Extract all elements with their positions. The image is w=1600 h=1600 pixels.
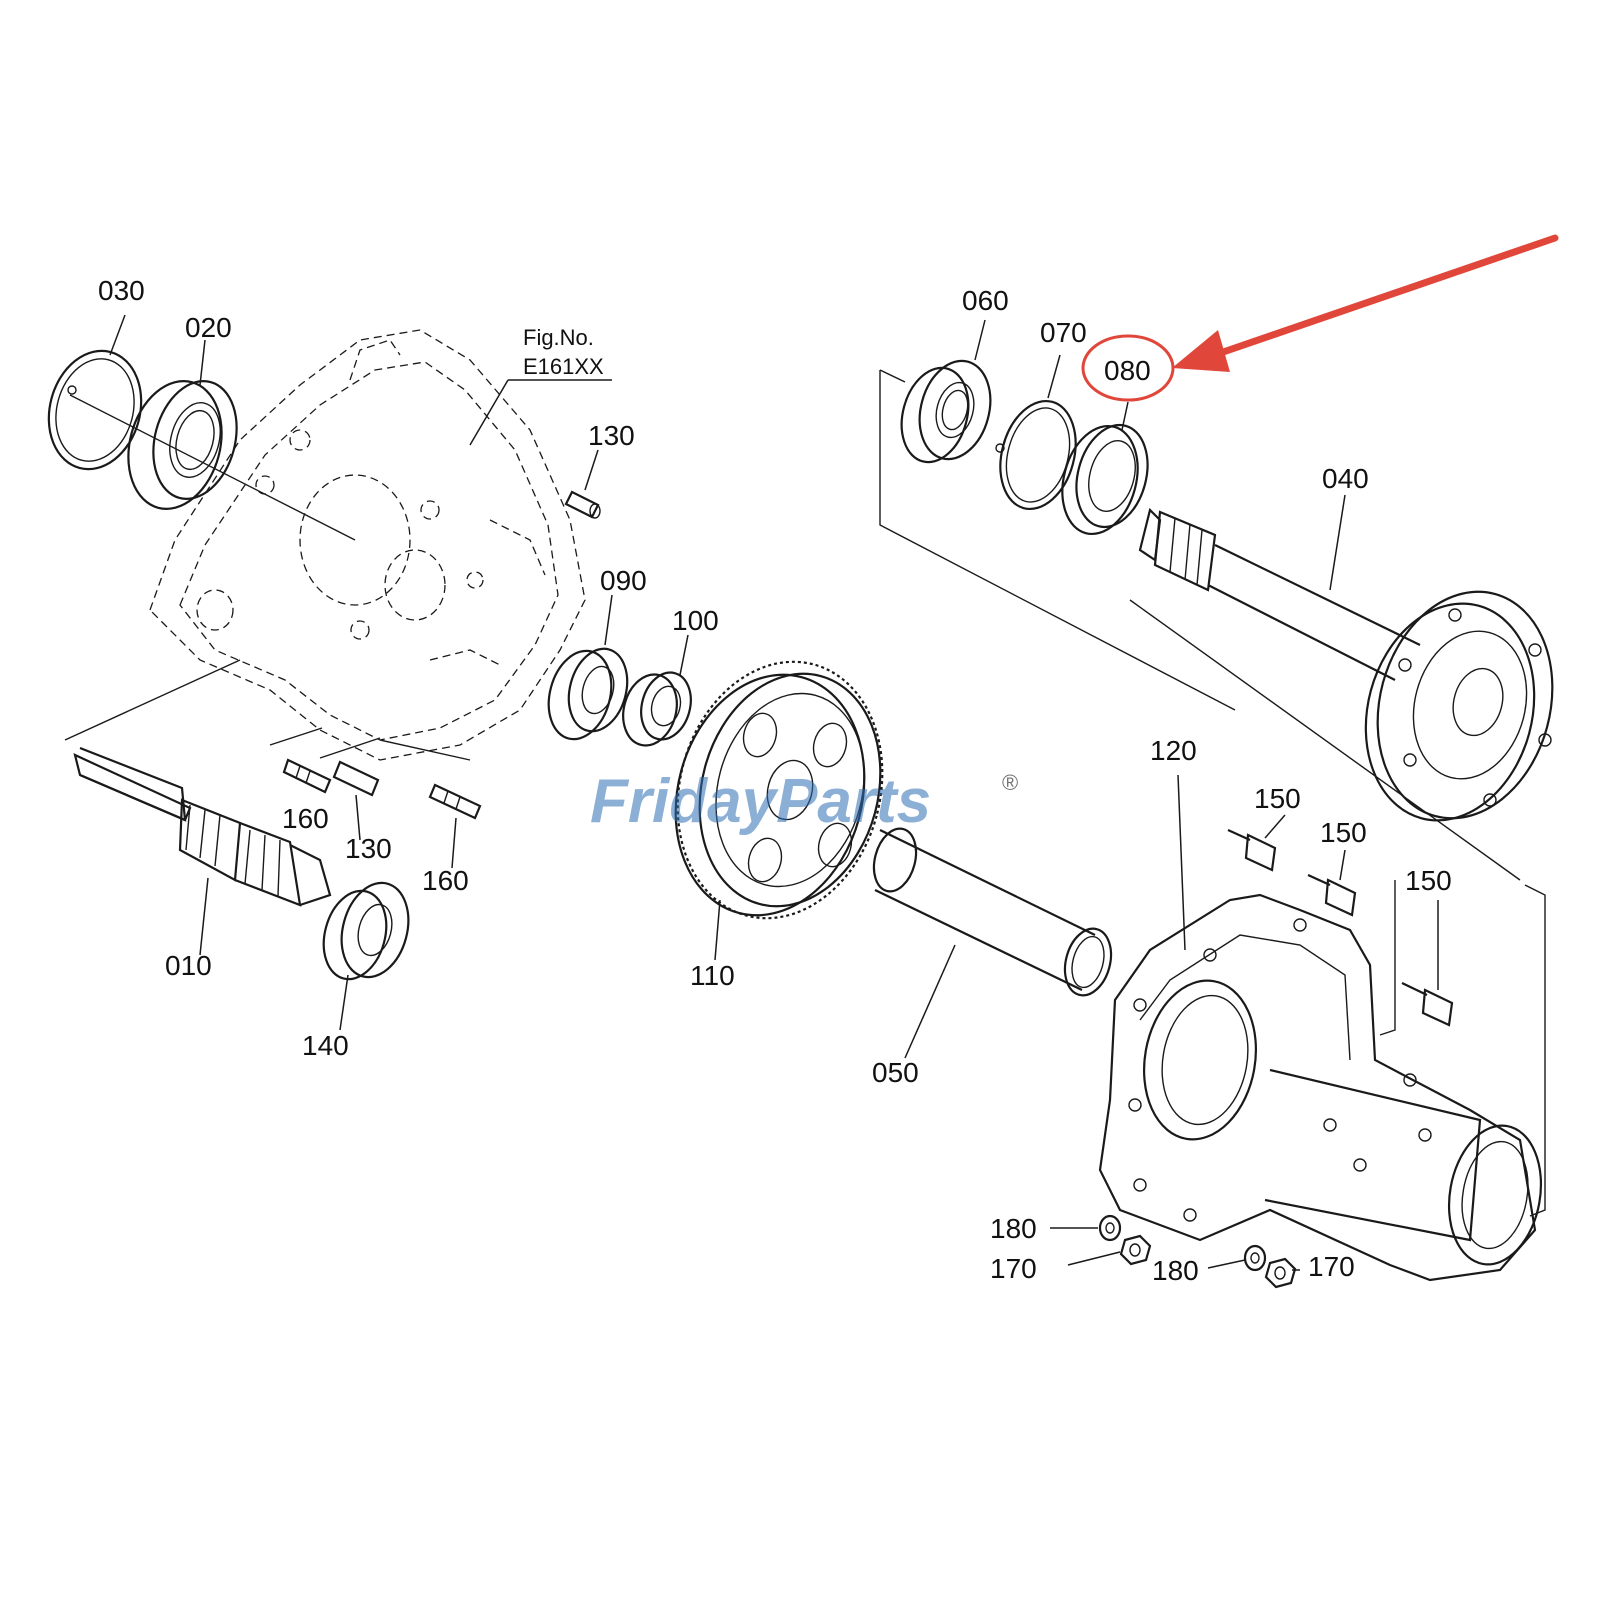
part-150-bolt-c: [1401, 982, 1454, 1027]
part-070-circlip: [995, 399, 1077, 511]
part-130-dowel-pin: [564, 490, 601, 519]
watermark-reg: ®: [1002, 770, 1018, 795]
label-020: 020: [185, 312, 232, 343]
part-040-axle-shaft: [1138, 507, 1554, 822]
part-060-bearing: [900, 359, 992, 464]
part-140-bearing: [322, 881, 410, 981]
label-140: 140: [302, 1030, 349, 1061]
watermark-logo: FridayParts ®: [590, 767, 1018, 836]
label-100: 100: [672, 605, 719, 636]
label-180-left: 180: [990, 1213, 1037, 1244]
label-060: 060: [962, 285, 1009, 316]
part-160-stud-left: [282, 758, 332, 794]
part-010-input-shaft: [73, 746, 332, 907]
part-080-oil-seal: [1061, 423, 1149, 536]
label-010: 010: [165, 950, 212, 981]
watermark-text-2: Parts: [776, 767, 931, 836]
watermark-text-1: Friday: [590, 767, 780, 836]
label-170-left: 170: [990, 1253, 1037, 1284]
part-150-bolt-a: [1227, 828, 1277, 872]
label-070: 070: [1040, 317, 1087, 348]
fig-no-value: E161XX: [523, 354, 604, 379]
part-160-stud-right: [428, 783, 482, 820]
part-050-sleeve: [872, 827, 1113, 997]
label-150-a: 150: [1254, 783, 1301, 814]
label-030: 030: [98, 275, 145, 306]
label-160-right: 160: [422, 865, 469, 896]
part-180-washer-left: [1098, 1214, 1122, 1242]
label-130-top: 130: [588, 420, 635, 451]
part-170-nut-left: [1119, 1234, 1152, 1266]
fig-no-label: Fig.No.: [523, 325, 594, 350]
label-080: 080: [1104, 355, 1151, 386]
label-120: 120: [1150, 735, 1197, 766]
part-170-nut-right: [1264, 1257, 1297, 1289]
fig-callout-leader: [469, 379, 509, 446]
part-090-bearing: [547, 647, 629, 741]
assembly-bracket-lines: [879, 369, 1546, 1217]
part-110-gear: [674, 660, 884, 920]
highlight-arrow: [1172, 234, 1559, 372]
label-180-right: 180: [1152, 1255, 1199, 1286]
part-130-dowel-lower: [332, 760, 380, 797]
label-150-c: 150: [1405, 865, 1452, 896]
label-110: 110: [690, 960, 735, 991]
label-130-lower: 130: [345, 833, 392, 864]
part-120-axle-housing: [1098, 893, 1543, 1282]
gearbox-cover-housing: [149, 329, 586, 761]
part-020-bearing: [127, 380, 238, 510]
part-100-collar: [622, 671, 692, 747]
label-150-b: 150: [1320, 817, 1367, 848]
label-040: 040: [1322, 463, 1369, 494]
svg-text:FridayParts: FridayParts: [590, 767, 931, 836]
label-170-right: 170: [1308, 1251, 1355, 1282]
label-160-left: 160: [282, 803, 329, 834]
part-180-washer-right: [1243, 1244, 1267, 1272]
part-150-bolt-b: [1307, 873, 1357, 917]
label-090: 090: [600, 565, 647, 596]
part-030-circlip: [47, 349, 143, 471]
label-050: 050: [872, 1057, 919, 1088]
